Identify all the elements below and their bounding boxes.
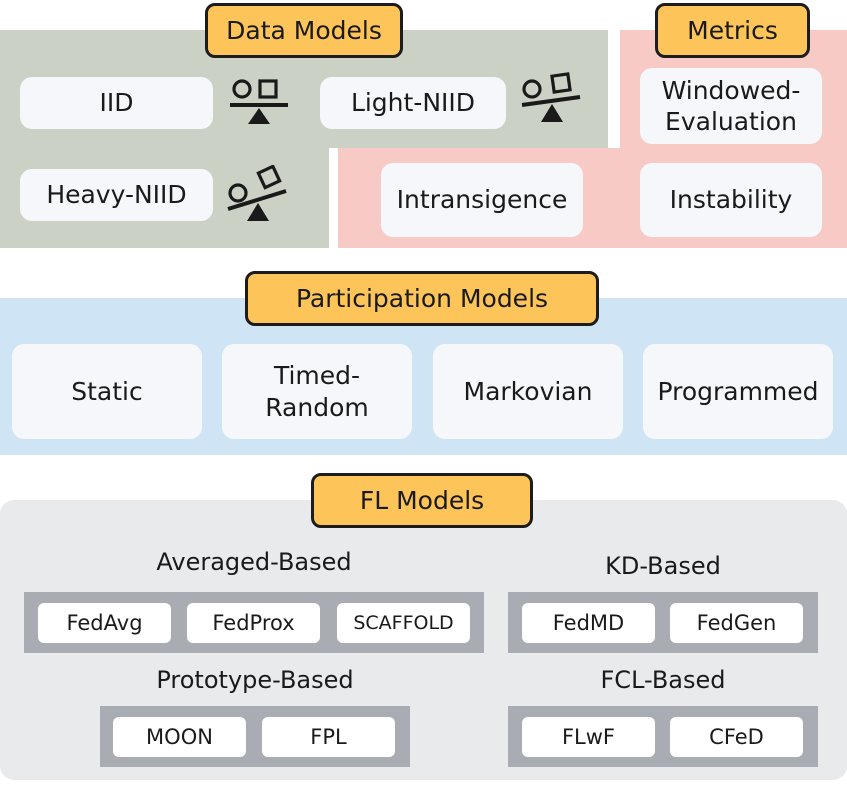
participation-models-title-text: Participation Models [295, 284, 549, 313]
participation-programmed: Programmed [643, 344, 833, 439]
fl-group-averaged-label: Averaged-Based [156, 548, 352, 576]
metric-windowed-evaluation-line1: Windowed- [661, 75, 801, 105]
fl-model-cfed: CFeD [670, 717, 803, 757]
fl-model-flwf: FLwF [522, 717, 655, 757]
metrics-title-text: Metrics [687, 16, 778, 45]
data-models-title-text: Data Models [226, 16, 382, 45]
fl-model-fedgen-label: FedGen [696, 611, 777, 635]
fl-model-fpl: FPL [262, 717, 395, 757]
data-models-title: Data Models [205, 3, 403, 58]
participation-static-label: Static [71, 376, 143, 406]
heavily-tilted-scale-icon [227, 165, 287, 221]
fl-group-prototype-label: Prototype-Based [156, 666, 354, 694]
fl-model-fedmd-label: FedMD [552, 611, 625, 635]
fl-model-cfed-label: CFeD [709, 725, 764, 749]
participation-models-title: Participation Models [245, 271, 599, 326]
data-model-light-niid: Light-NIID [320, 77, 506, 129]
fl-model-fedprox: FedProx [187, 603, 320, 643]
fl-model-fedprox-label: FedProx [212, 611, 295, 635]
participation-timed-random-line1: Timed- [273, 361, 361, 391]
fl-model-scaffold-label: SCAFFOLD [353, 612, 454, 634]
fl-model-fpl-label: FPL [310, 725, 347, 749]
fl-model-flwf-label: FLwF [561, 725, 616, 749]
fl-group-fcl-label: FCL-Based [600, 666, 726, 694]
data-model-light-niid-label: Light-NIID [350, 88, 476, 118]
fl-models-title: FL Models [311, 473, 533, 528]
data-model-heavy-niid: Heavy-NIID [20, 169, 213, 221]
balanced-scale-icon [230, 79, 288, 124]
fl-model-fedavg-label: FedAvg [66, 611, 143, 635]
metric-intransigence: Intransigence [381, 163, 583, 237]
fl-model-scaffold: SCAFFOLD [337, 603, 470, 643]
participation-static: Static [12, 344, 202, 439]
metrics-title: Metrics [655, 3, 810, 58]
data-model-heavy-niid-label: Heavy-NIID [46, 180, 187, 210]
participation-markovian: Markovian [433, 344, 623, 439]
fl-model-moon-label: MOON [146, 725, 213, 749]
fl-group-kd-label: KD-Based [605, 552, 721, 580]
data-model-iid-label: IID [99, 88, 134, 118]
data-model-iid: IID [20, 77, 213, 129]
participation-programmed-label: Programmed [657, 376, 819, 406]
metric-windowed-evaluation: Windowed- Evaluation [640, 68, 822, 144]
metric-intransigence-label: Intransigence [396, 185, 568, 215]
participation-timed-random: Timed- Random [222, 344, 412, 439]
metric-instability: Instability [640, 163, 822, 237]
fl-models-title-text: FL Models [359, 486, 485, 515]
fl-model-moon: MOON [113, 717, 246, 757]
fl-model-fedavg: FedAvg [38, 603, 171, 643]
metric-instability-label: Instability [669, 185, 793, 215]
slightly-tilted-scale-icon [521, 72, 581, 122]
fl-model-fedmd: FedMD [522, 603, 655, 643]
participation-timed-random-line2: Random [265, 392, 369, 422]
fl-model-fedgen: FedGen [670, 603, 803, 643]
participation-markovian-label: Markovian [463, 376, 593, 406]
metric-windowed-evaluation-line2: Evaluation [665, 107, 797, 136]
